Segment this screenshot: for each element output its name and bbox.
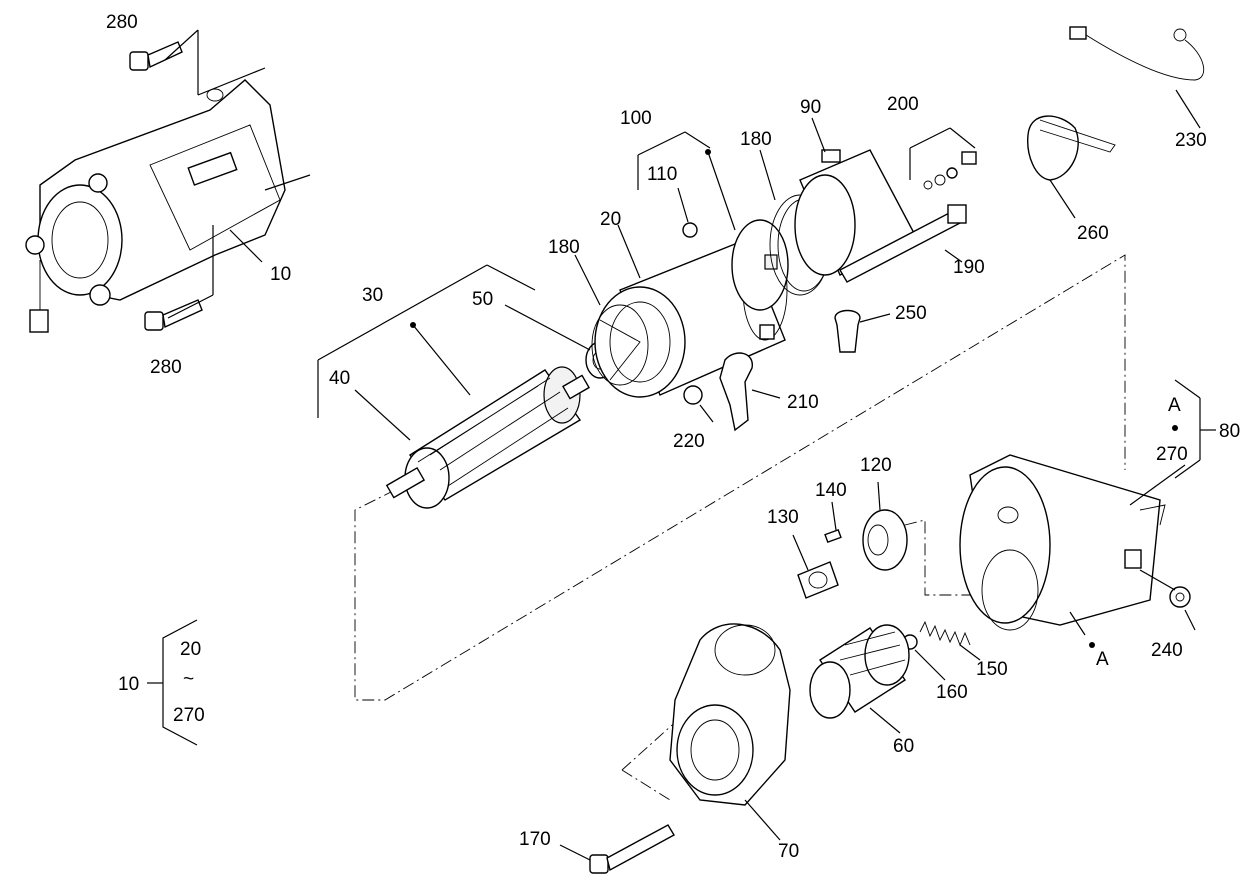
legend-label-10: 10 [118,674,139,695]
band-clamp-260 [1027,115,1116,181]
part-label-10: 10 [270,264,291,285]
part-label-A-top: A [1168,395,1181,416]
part-label-220: 220 [673,431,705,452]
nut-240 [1169,586,1191,608]
spring-150 [919,620,971,647]
armature [385,366,590,509]
shift-lever-210 [719,352,753,432]
part-label-60: 60 [893,736,914,757]
nut-220 [683,385,703,405]
part-label-120: 120 [860,455,892,476]
part-label-20: 20 [600,209,621,230]
assembly-axis-line [354,254,1126,701]
part-label-130: 130 [767,507,799,528]
part-label-30: 30 [362,285,383,306]
part-label-260: 260 [1077,223,1109,244]
part-label-250: 250 [895,303,927,324]
bullet-dot [1172,425,1178,431]
part-label-180-left: 180 [548,237,580,258]
bolt-280-top [129,41,183,71]
bolt-280-bottom [144,299,203,331]
retainer-130 [797,561,839,599]
part-label-170: 170 [519,829,551,850]
part-label-280-top: 280 [106,12,138,33]
part-label-180-right: 180 [740,129,772,150]
assembly-axis-line-lower2 [621,699,701,771]
part-label-190: 190 [953,257,985,278]
screw-set-200 [923,151,977,190]
wire-lead-230 [1069,26,1205,81]
through-bolt-190 [839,204,967,283]
magnetic-switch-80 [959,454,1166,631]
part-label-50: 50 [472,289,493,310]
part-label-40: 40 [329,368,350,389]
part-label-230: 230 [1175,130,1207,151]
assembly-axis-line-right [904,519,980,596]
nut-110 [682,222,698,238]
drive-housing-70 [669,623,791,806]
legend-range-tilde: ~ [183,669,194,690]
part-label-100: 100 [620,108,652,129]
pinion-clutch-60 [809,624,910,719]
assembly-axis-line-lower [621,769,671,801]
part-label-160: 160 [936,682,968,703]
ring-180-left [591,304,649,386]
legend-label-270: 270 [173,705,205,726]
brush-holder [731,219,789,340]
part-label-200: 200 [887,94,919,115]
rear-cover [794,149,916,276]
idler-gear-120 [862,509,908,571]
part-label-80: 80 [1219,421,1240,442]
legend-bracket [147,619,198,746]
part-label-270: 270 [1156,444,1188,465]
bullet-dot [1089,642,1095,648]
plug-250 [834,309,861,353]
part-label-240: 240 [1151,640,1183,661]
pin-140 [824,528,842,544]
part-label-280-bottom: 280 [150,357,182,378]
bullet-dot [410,322,416,328]
part-label-210: 210 [787,392,819,413]
part-label-150: 150 [976,659,1008,680]
legend-label-20: 20 [180,639,201,660]
starter-motor-assembly [25,79,286,333]
part-label-70: 70 [778,841,799,862]
bolt-170 [589,824,675,874]
part-label-A-bottom: A [1096,649,1109,670]
part-label-90: 90 [800,97,821,118]
part-label-140: 140 [815,480,847,501]
part-label-110: 110 [647,164,677,185]
